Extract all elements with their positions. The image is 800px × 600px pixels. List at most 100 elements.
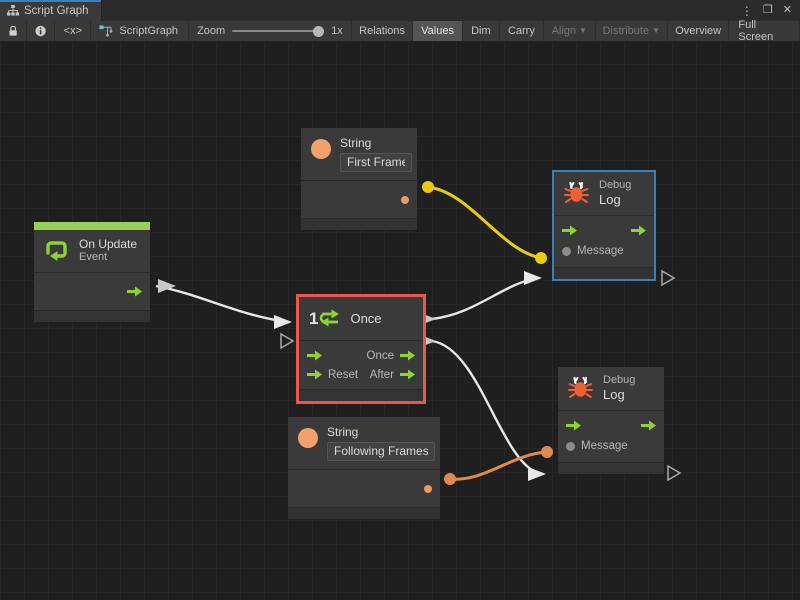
node-footer [299, 389, 423, 401]
output-port-after[interactable]: After [370, 369, 415, 381]
values-button[interactable]: Values [413, 21, 463, 41]
graph-canvas[interactable]: On Update Event [0, 42, 800, 600]
arrow-right-icon [307, 369, 322, 380]
input-port-flow[interactable] [562, 225, 577, 236]
output-port-once[interactable]: Once [366, 349, 415, 362]
node-header: Debug Log [554, 172, 654, 217]
node-once[interactable]: 1 Once [296, 294, 426, 404]
output-port-flow[interactable] [631, 225, 646, 236]
lock-button[interactable] [0, 21, 28, 41]
align-button[interactable]: Align ▼ [544, 21, 596, 41]
node-string-first-frame[interactable]: String [301, 128, 417, 231]
node-debug-log-2[interactable]: Debug Log [558, 367, 664, 475]
overview-button[interactable]: Overview [668, 21, 730, 41]
align-label: Align [551, 25, 577, 37]
titlebar-spacer [102, 0, 741, 21]
port-row-message[interactable]: Message [558, 435, 664, 457]
carry-button[interactable]: Carry [500, 21, 544, 41]
node-on-update[interactable]: On Update Event [34, 222, 150, 323]
window-titlebar: Script Graph ⋮ ❐ ✕ [0, 0, 800, 21]
value-port-dot-icon [424, 484, 432, 493]
node-header-text: Debug Log [599, 179, 631, 207]
output-port-value[interactable] [401, 195, 409, 204]
zoom-slider[interactable] [232, 25, 325, 37]
distribute-button[interactable]: Distribute ▼ [596, 21, 668, 41]
input-port-message[interactable]: Message [566, 440, 628, 452]
value-port-dot-icon [401, 195, 409, 204]
full-screen-button[interactable]: Full Screen [729, 19, 800, 43]
values-label: Values [421, 25, 454, 37]
zoom-slider-knob[interactable] [313, 25, 325, 37]
node-subtitle: Log [599, 191, 621, 207]
info-button[interactable] [27, 21, 56, 41]
bug-icon [568, 377, 593, 399]
loop-arrows-icon [320, 309, 340, 327]
port-row-flow-out[interactable] [34, 282, 150, 301]
string-value-input[interactable] [327, 442, 435, 462]
kebab-menu-icon[interactable]: ⋮ [740, 3, 753, 18]
node-title: Debug [599, 179, 632, 191]
node-header: On Update Event [34, 230, 150, 274]
input-port-flow[interactable] [566, 420, 581, 431]
node-header: String [301, 128, 417, 182]
graph-name-label: ScriptGraph [119, 25, 179, 37]
node-debug-log-1[interactable]: Debug Log [552, 169, 656, 282]
node-header: String [288, 417, 440, 471]
node-footer [34, 310, 150, 323]
dim-button[interactable]: Dim [463, 21, 500, 41]
port-row-value-out[interactable] [288, 479, 440, 498]
arrow-right-icon [400, 350, 415, 361]
input-port-reset[interactable]: Reset [307, 369, 358, 381]
relations-button[interactable]: Relations [352, 21, 414, 41]
node-header: Debug Log [558, 367, 664, 412]
graph-toolbar: <x> ScriptGraph Zoom 1x Relations Values [0, 19, 800, 43]
arrow-right-icon [562, 225, 577, 236]
overview-label: Overview [675, 25, 722, 37]
output-port-value[interactable] [424, 484, 432, 493]
node-body: Message [558, 411, 664, 463]
output-port-flow[interactable] [641, 420, 656, 431]
close-icon[interactable]: ✕ [782, 4, 792, 16]
output-port-once-label: Once [366, 349, 395, 362]
output-port-flow[interactable] [127, 286, 142, 297]
port-row-reset-after[interactable]: Reset After [299, 365, 423, 384]
node-header: 1 Once [299, 297, 423, 341]
string-value-input[interactable] [340, 153, 412, 173]
full-screen-label: Full Screen [738, 19, 774, 43]
port-row-message[interactable]: Message [554, 240, 654, 262]
input-port-message[interactable]: Message [562, 245, 624, 257]
node-title: String [340, 136, 372, 150]
once-counter-number: 1 [309, 308, 319, 328]
node-header-text: On Update Event [79, 237, 137, 264]
edge-target-arrow [274, 315, 292, 329]
output-port-after-label: After [369, 368, 394, 381]
edge-endpoint-dot [541, 446, 553, 458]
event-loop-icon [46, 240, 67, 261]
arrow-right-icon [307, 350, 322, 361]
port-row-value-out[interactable] [301, 190, 417, 209]
node-title: On Update [79, 237, 138, 251]
maximize-icon[interactable]: ❐ [762, 4, 773, 16]
port-row-once[interactable]: Once [299, 346, 423, 365]
arrow-right-icon [127, 286, 142, 297]
value-port-dot-icon [562, 246, 571, 256]
port-row-flow[interactable] [558, 416, 664, 435]
edge-string1-message [427, 185, 542, 260]
tab-script-graph[interactable]: Script Graph [0, 0, 102, 21]
input-port-flow-enter[interactable] [307, 350, 322, 361]
node-header-text: Debug Log [603, 374, 635, 402]
arrow-right-icon [400, 369, 415, 380]
node-accent-bar [34, 222, 150, 230]
node-footer [301, 218, 417, 231]
edge-once-debuglog1 [431, 276, 537, 321]
code-view-button[interactable]: <x> [55, 21, 92, 41]
edge-source-arrow [158, 279, 176, 293]
node-title: String [327, 425, 359, 439]
tab-label: Script Graph [24, 4, 89, 17]
port-row-flow[interactable] [554, 221, 654, 240]
zoom-control[interactable]: Zoom 1x [189, 21, 352, 41]
node-string-following-frames[interactable]: String [288, 417, 440, 520]
edge-endpoint-dot [422, 181, 434, 193]
graph-name-display: ScriptGraph [91, 21, 190, 41]
node-title: Once [350, 310, 382, 326]
